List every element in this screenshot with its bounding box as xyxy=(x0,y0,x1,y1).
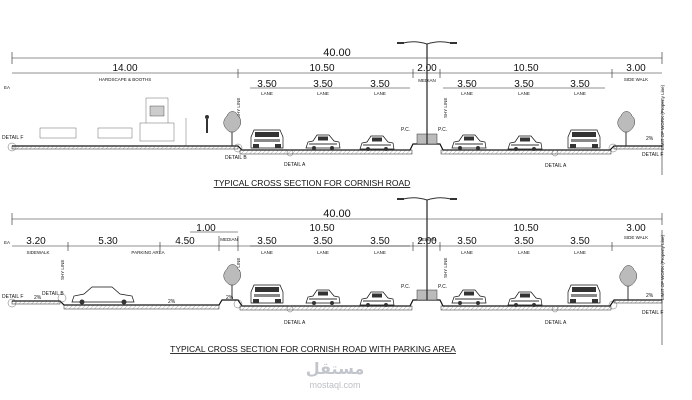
label-parking: PARKING AREA xyxy=(131,250,164,255)
lane-label-l3: LANE xyxy=(374,250,386,255)
median-left-dimension: 1.00 xyxy=(190,223,238,234)
parked-car xyxy=(71,286,135,305)
shy-line-right: SHY LINE xyxy=(443,98,448,118)
detail-b: DETAIL B xyxy=(42,291,64,297)
dim-sidewalk-right: 3.00 xyxy=(626,223,646,234)
section-1-caption: TYPICAL CROSS SECTION FOR CORNISH ROAD xyxy=(214,178,411,188)
lane-dim-r3: 3.50 xyxy=(570,236,590,247)
pc-left: P.C. xyxy=(401,127,410,133)
detail-a-right: DETAIL A xyxy=(545,163,567,169)
dim-road-right: 10.50 xyxy=(513,63,538,74)
detail-b: DETAIL B xyxy=(225,155,247,161)
label-sidewalk: SIDE WALK xyxy=(624,77,648,82)
lane-label-l3: LANE xyxy=(374,91,386,96)
lane-dim-l3: 3.50 xyxy=(370,79,390,90)
lane-dim-r2: 3.50 xyxy=(514,79,534,90)
dim-parking-1: 5.30 xyxy=(98,236,118,247)
dim-left-zone: 14.00 xyxy=(112,63,137,74)
lane-label-l2: LANE xyxy=(317,250,329,255)
lane-label-l2: LANE xyxy=(317,91,329,96)
dim-parking-2: 4.50 xyxy=(175,236,195,247)
slope-right: 2% xyxy=(646,136,654,142)
detail-a-right: DETAIL A xyxy=(545,320,567,326)
lane-dim-l2: 3.50 xyxy=(313,236,333,247)
lane-label-l1: LANE xyxy=(261,91,273,96)
watermark-logo: مستقل xyxy=(305,359,365,378)
hardscape-furniture xyxy=(39,97,209,146)
lane-dim-l3: 3.50 xyxy=(370,236,390,247)
lane-dim-r1: 3.50 xyxy=(457,236,477,247)
slope-left: 2% xyxy=(34,295,42,301)
lane-dim-r2: 3.50 xyxy=(514,236,534,247)
pc-left: P.C. xyxy=(401,284,410,290)
palm-tree-right xyxy=(617,111,636,147)
lane-dim-l1: 3.50 xyxy=(257,79,277,90)
segment-dimension-row: 14.00 10.50 2.00 10.50 3.00 HARDSCAPE & … xyxy=(4,63,662,90)
lane-dimension-row-2: 3.50 3.50 3.50 3.50 3.50 3.50 LANE LANE … xyxy=(60,234,665,300)
lane-label-r1: LANE xyxy=(461,91,473,96)
section-2: 40.00 1.00 3.20 5.30 4.50 10.50 2.00 10.… xyxy=(2,197,665,354)
total-dimension: 40.00 xyxy=(323,47,351,59)
detail-f-left: DETAIL F xyxy=(2,294,23,300)
total-dimension-line-2: 40.00 xyxy=(11,208,663,225)
lane-dim-r1: 3.50 xyxy=(457,79,477,90)
label-median-left: MEDIAN xyxy=(220,237,238,242)
section-1: 40.00 14.00 10.50 2.00 10.50 3.00 HARDSC… xyxy=(2,41,665,188)
palm-tree-left-2 xyxy=(223,264,242,300)
section-2-caption: TYPICAL CROSS SECTION FOR CORNISH ROAD W… xyxy=(170,344,456,354)
lane-label-l1: LANE xyxy=(261,250,273,255)
detail-a-left: DETAIL A xyxy=(284,162,306,168)
slope-parking: 2% xyxy=(168,299,176,305)
pc-right: P.C. xyxy=(438,127,447,133)
dim-sidewalk-left: 3.20 xyxy=(26,236,46,247)
label-hardscape: HARDSCAPE & BOOTHS xyxy=(99,77,152,82)
label-sidewalk-left: SIDEWALK xyxy=(26,250,49,255)
edge-label-left: EA xyxy=(4,85,10,90)
palm-tree-right-2 xyxy=(619,265,638,301)
lane-label-r3: LANE xyxy=(574,91,586,96)
edge-label-left: EA xyxy=(4,240,10,245)
slope-median-left: 2% xyxy=(226,295,234,301)
label-sidewalk: SIDE WALK xyxy=(624,235,648,240)
lane-dim-l2: 3.50 xyxy=(313,79,333,90)
shy-line-left: SHY LINE xyxy=(236,98,241,118)
pc-right: P.C. xyxy=(438,284,447,290)
dim-median-left: 1.00 xyxy=(196,223,216,234)
segment-dimension-row-2: 3.20 5.30 4.50 10.50 2.00 10.50 3.00 SID… xyxy=(4,223,662,255)
detail-a-left: DETAIL A xyxy=(284,320,306,326)
road-profile-2 xyxy=(7,230,663,345)
lane-label-r1: LANE xyxy=(461,250,473,255)
lane-label-r3: LANE xyxy=(574,250,586,255)
lane-label-r2: LANE xyxy=(518,91,530,96)
slope-right: 2% xyxy=(646,293,654,299)
watermark-text: mostaql.com xyxy=(309,380,361,390)
total-dimension-line: 40.00 xyxy=(11,47,663,64)
dim-sidewalk-right: 3.00 xyxy=(626,63,646,74)
lane-dim-l1: 3.50 xyxy=(257,236,277,247)
limit-of-work: LIMIT OF WORK (Property Line) xyxy=(660,234,665,300)
detail-f-right: DETAIL F xyxy=(642,310,663,316)
palm-tree-left xyxy=(223,111,242,147)
detail-f-left: DETAIL F xyxy=(2,135,23,141)
dim-road-right: 10.50 xyxy=(513,223,538,234)
total-dimension: 40.00 xyxy=(323,208,351,220)
limit-of-work: LIMIT OF WORK (Property Line) xyxy=(660,84,665,150)
lane-dimension-row: 3.50 3.50 3.50 3.50 3.50 3.50 LANE LANE … xyxy=(236,79,665,150)
shy-line-left: SHY LINE xyxy=(236,258,241,278)
dim-road-left: 10.50 xyxy=(309,63,334,74)
shy-line-parking: SHY LINE xyxy=(60,260,65,280)
lane-label-r2: LANE xyxy=(518,250,530,255)
detail-f-right: DETAIL F xyxy=(642,152,663,158)
dim-road-left: 10.50 xyxy=(309,223,334,234)
lane-dim-r3: 3.50 xyxy=(570,79,590,90)
shy-line-right: SHY LINE xyxy=(443,258,448,278)
